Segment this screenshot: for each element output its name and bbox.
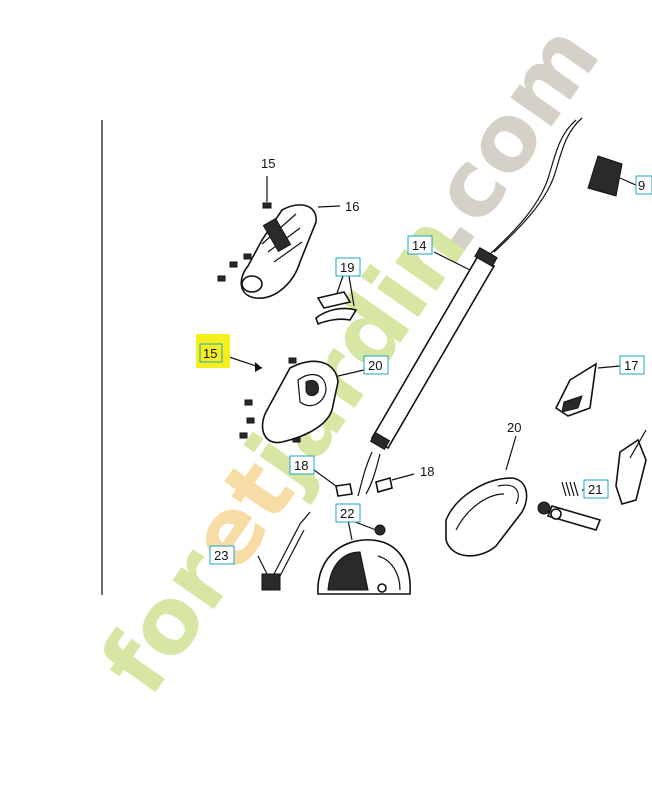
callout-9-box: 9 bbox=[635, 175, 652, 195]
callout-21-box: 21 bbox=[583, 479, 609, 499]
plate-18-left bbox=[313, 469, 353, 497]
callout-22-box: 22 bbox=[335, 503, 361, 523]
callout-17: 17 bbox=[624, 358, 638, 373]
switch-23 bbox=[257, 511, 311, 591]
callout-14-box: 14 bbox=[407, 235, 433, 255]
knob-9 bbox=[587, 155, 639, 197]
callout-23: 23 bbox=[214, 548, 228, 563]
callout-15-highlight-box: 15 bbox=[196, 334, 230, 368]
callout-19-box: 19 bbox=[335, 257, 361, 277]
spring-assembly-21 bbox=[537, 429, 647, 531]
callout-21: 21 bbox=[588, 482, 602, 497]
handle-half-20 bbox=[225, 355, 365, 444]
callout-18-left-box: 18 bbox=[289, 455, 315, 475]
callout-15-highlight: 15 bbox=[203, 346, 217, 361]
callout-9: 9 bbox=[638, 178, 645, 193]
callout-16: 16 bbox=[345, 199, 359, 214]
callout-22: 22 bbox=[340, 506, 354, 521]
clip-19 bbox=[315, 275, 358, 326]
watermark-text-4: .com bbox=[390, 5, 620, 270]
callout-17-box: 17 bbox=[619, 355, 645, 375]
callout-20-left: 20 bbox=[368, 358, 382, 373]
trigger-17 bbox=[554, 362, 621, 417]
motor-head-22 bbox=[317, 519, 411, 595]
callout-20-left-box: 20 bbox=[363, 355, 389, 375]
callout-15-top: 15 bbox=[261, 156, 275, 171]
callout-18-right: 18 bbox=[420, 464, 434, 479]
callout-14: 14 bbox=[412, 238, 426, 253]
guard-20 bbox=[445, 435, 528, 557]
callout-19: 19 bbox=[340, 260, 354, 275]
callout-20-right: 20 bbox=[507, 420, 521, 435]
plate-18-right bbox=[375, 473, 415, 494]
shaft-14 bbox=[357, 117, 583, 497]
watermark-logo: for et jardin .com bbox=[80, 5, 620, 712]
screw-15-top bbox=[262, 176, 272, 209]
handle-half-16 bbox=[217, 204, 341, 299]
callout-18-left: 18 bbox=[294, 458, 308, 473]
callout-23-box: 23 bbox=[209, 545, 235, 565]
